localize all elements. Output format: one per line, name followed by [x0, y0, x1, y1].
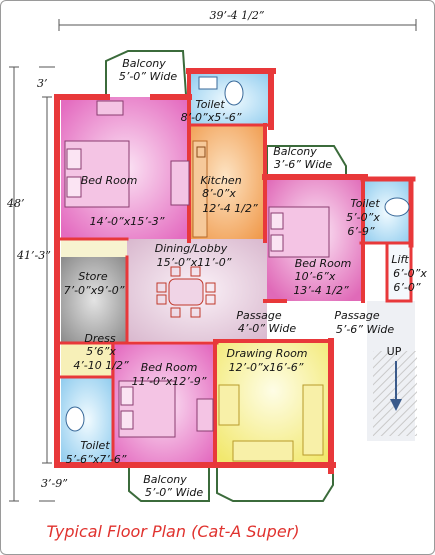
walls [54, 68, 416, 474]
kitchen-name: Kitchen [200, 174, 241, 187]
passage-2-size: 5’-6” Wide [336, 323, 395, 336]
passage-floor [267, 301, 367, 341]
toilet-right-size-2: 6’-9” [347, 225, 374, 238]
stairs-up-label: UP [387, 345, 402, 358]
dim-left-top: 3’ [37, 77, 48, 90]
passage-1-name: Passage [236, 309, 282, 322]
balcony-top-outline [105, 50, 187, 96]
lift-name: Lift [391, 253, 409, 266]
balcony-mid-size: 3’-6” Wide [274, 158, 333, 171]
toilet-bottom-size: 5’-6”x7’-6” [66, 453, 127, 466]
bedroom-1-size: 14’-0”x15’-3” [90, 215, 165, 228]
dress-size-2: 4’-10 1/2” [73, 359, 129, 372]
toilet-top-size: 8’-0”x5’-6” [181, 111, 242, 124]
toilet-right-size-1: 5’-0”x [346, 211, 380, 224]
dining-name: Dining/Lobby [155, 242, 228, 255]
store-size: 7’-0”x9’-0” [64, 284, 125, 297]
balcony-bottom-size: 5’-0” Wide [145, 486, 204, 499]
kitchen-size-2: 12’-4 1/2” [202, 202, 258, 215]
store-floor [61, 257, 127, 343]
lift-size-2: 6’-0” [393, 281, 420, 294]
dim-left-bottom: 3’-9” [41, 477, 68, 490]
drawing-room-size: 12’-0”x16’-6” [229, 361, 304, 374]
dimension-lines [9, 19, 417, 502]
passage-2-name: Passage [334, 309, 380, 322]
dim-left-total: 48’ [6, 197, 25, 210]
balcony-top-size: 5’-0” Wide [119, 70, 178, 83]
dim-left-inner: 41’-3” [16, 249, 51, 262]
stair-arrow [390, 361, 402, 411]
balcony-top-name: Balcony [122, 57, 166, 70]
dress-floor [61, 343, 113, 377]
kitchen-size-1: 8’-0”x [202, 187, 236, 200]
dim-top-width: 39’-4 1/2” [209, 9, 264, 22]
passage-1-size: 4’-0” Wide [238, 322, 297, 335]
furniture [64, 76, 410, 462]
drawing-balcony-outline [216, 462, 334, 502]
bedroom-3-name: Bed Room [141, 361, 198, 374]
dress-name: Dress [84, 332, 115, 345]
bedroom-2-size-2: 13’-4 1/2” [293, 284, 349, 297]
dress-size-1: 5’6”x [86, 345, 116, 358]
bedroom-2-name: Bed Room [295, 257, 352, 270]
balcony-bottom-name: Balcony [143, 473, 187, 486]
balcony-mid-name: Balcony [273, 145, 317, 158]
dining-size: 15’-0”x11’-0” [157, 256, 232, 269]
bedroom-1-name: Bed Room [81, 174, 138, 187]
toilet-bottom-name: Toilet [80, 439, 110, 452]
lift-size-1: 6’-0”x [393, 267, 427, 280]
store-name: Store [78, 270, 108, 283]
toilet-right-name: Toilet [350, 197, 380, 210]
bedroom-3-size: 11’-0”x12’-9” [132, 375, 207, 388]
bedroom-2-size-1: 10’-6”x [295, 270, 336, 283]
plan-caption: Typical Floor Plan (Cat-A Super) [46, 522, 299, 541]
toilet-top-name: Toilet [195, 98, 225, 111]
drawing-room-name: Drawing Room [226, 347, 307, 360]
store-corridor [61, 239, 127, 257]
